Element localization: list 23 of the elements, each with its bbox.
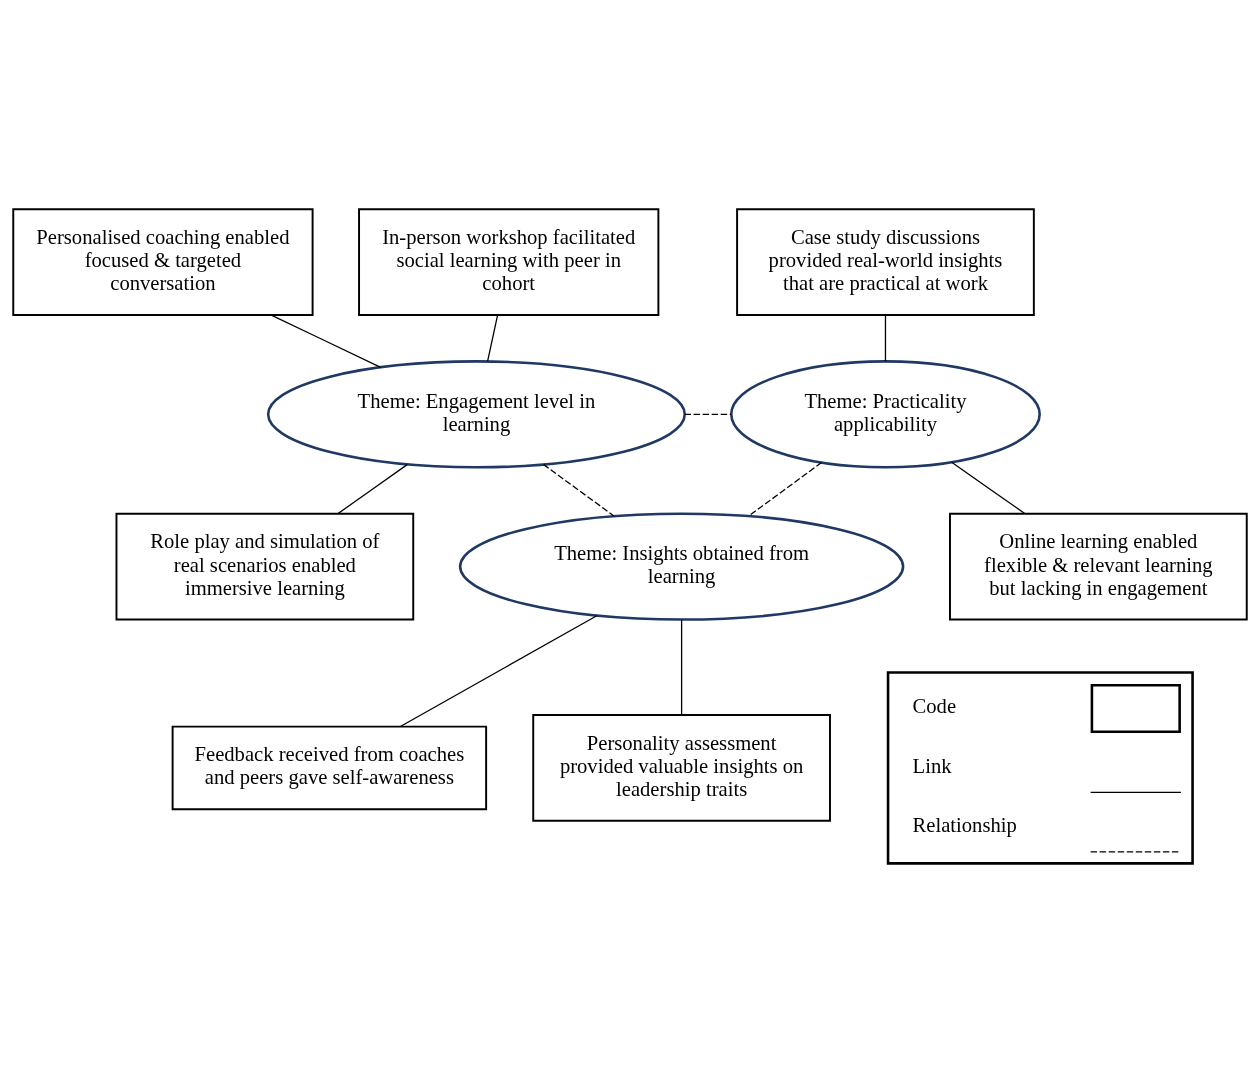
connector [270,314,382,368]
connector [543,464,615,517]
connector [951,461,1026,515]
node-box: Feedback received from coaches and peers gave self-awareness [171,725,488,811]
node-ellipse: Theme: Insights obtained from learning [458,512,905,621]
connector [399,615,598,728]
connector [748,461,823,517]
connector [884,314,887,362]
connector [680,618,683,716]
node-ellipse: Theme: Engagement level in learning [266,360,687,469]
node-box: Personalised coaching enabled focused & targeted conversation [12,208,314,316]
connector [683,413,732,415]
node-box: Personality assessment provided valuable insights on leadership traits [532,714,831,822]
connector [487,314,499,362]
node-box: In-person workshop facilitated social learning with peer in cohort [358,208,660,316]
legend-label: Code [912,695,957,718]
node-ellipse: Theme: Practicality applicability [730,360,1041,469]
connector [337,464,408,515]
node-box: Role play and simulation of real scenarios enabled immersive learning [115,512,415,621]
legend-label: Link [912,754,952,777]
node-box: Case study discussions provided real-world insights that are practical at work [736,208,1035,316]
legend-label: Relationship [912,814,1017,837]
node-box: Online learning enabled flexible & relevant learning but lacking in engagement [949,512,1248,621]
